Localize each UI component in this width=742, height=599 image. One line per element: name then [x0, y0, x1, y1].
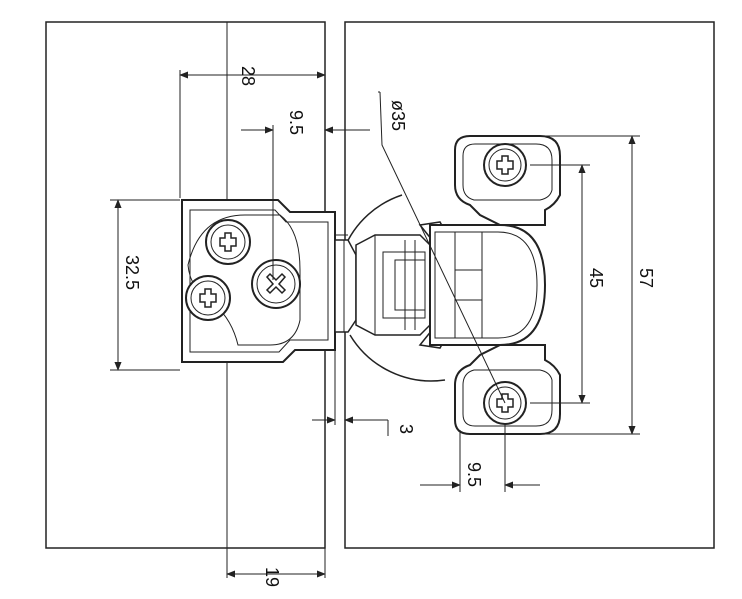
- hinge-cup-body: [429, 224, 547, 346]
- dim-plate-mount-spacing: 45: [530, 164, 606, 404]
- plate-screw-top: [483, 143, 527, 187]
- adjustment-screw: [251, 259, 301, 309]
- dim-overlay-width: 28: [179, 66, 326, 210]
- dim-arm-plate-height-label: 32.5: [122, 255, 142, 290]
- arm-screw-bottom: [185, 275, 231, 321]
- dim-plate-screw-offset-label: 9.5: [464, 462, 484, 487]
- dim-edge-to-cup: 9.5: [241, 110, 370, 280]
- dim-overlay-width-label: 28: [238, 66, 258, 86]
- cup-bore-outline-lower: [349, 334, 446, 382]
- hinge-knuckle: [334, 221, 451, 349]
- dim-door-edge-gap-label: 3: [396, 424, 416, 434]
- dim-plate-screw-offset: 9.5: [420, 424, 540, 492]
- mounting-plate: [454, 135, 561, 435]
- dim-frame-thickness: 19: [226, 567, 326, 587]
- dim-door-edge-gap: 3: [312, 350, 416, 548]
- dim-plate-length-label: 57: [636, 268, 656, 288]
- dim-plate-length: 57: [545, 135, 656, 435]
- arm-screw-top: [205, 219, 251, 265]
- dim-plate-mount-spacing-label: 45: [586, 268, 606, 288]
- dim-frame-thickness-label: 19: [262, 567, 282, 587]
- dim-cup-diameter-label: ø35: [388, 100, 408, 131]
- cup-diameter-leader: [379, 91, 506, 404]
- dim-arm-plate-height: 32.5: [110, 199, 180, 371]
- dim-edge-to-cup-label: 9.5: [286, 110, 306, 135]
